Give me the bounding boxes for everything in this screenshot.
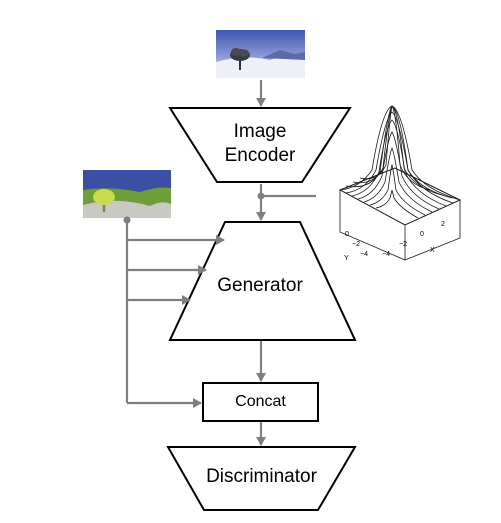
image-encoder-label-line1: Image bbox=[233, 121, 287, 142]
gaussian-surface-plot: 0 −2 −4 Y −4 −2 0 2 X bbox=[338, 105, 462, 262]
image-encoder-label-line2: Encoder bbox=[224, 145, 296, 166]
x-tick-0: −4 bbox=[382, 251, 390, 258]
semantic-map bbox=[83, 170, 171, 218]
tree-icon bbox=[230, 48, 250, 70]
connectors bbox=[123, 80, 316, 446]
x-axis-label: X bbox=[430, 247, 435, 254]
generator-label: Generator bbox=[217, 275, 303, 296]
junction-dot-encoder bbox=[257, 192, 265, 200]
y-tick-0: 0 bbox=[345, 231, 349, 238]
discriminator-block bbox=[166, 446, 357, 511]
x-tick-3: 2 bbox=[441, 221, 445, 228]
y-axis-label: Y bbox=[344, 255, 349, 262]
concat-label: Concat bbox=[235, 393, 286, 410]
x-tick-2: 0 bbox=[420, 231, 424, 238]
image-encoder-block bbox=[168, 107, 352, 183]
x-tick-1: −2 bbox=[399, 241, 407, 248]
image-encoder-label: Image Encoder bbox=[210, 120, 310, 168]
concat-block bbox=[202, 382, 319, 422]
discriminator-label: Discriminator bbox=[206, 466, 317, 487]
y-tick-2: −4 bbox=[360, 251, 368, 258]
y-tick-1: −2 bbox=[352, 241, 360, 248]
input-photo bbox=[216, 30, 305, 78]
junction-dot-map bbox=[123, 216, 131, 224]
